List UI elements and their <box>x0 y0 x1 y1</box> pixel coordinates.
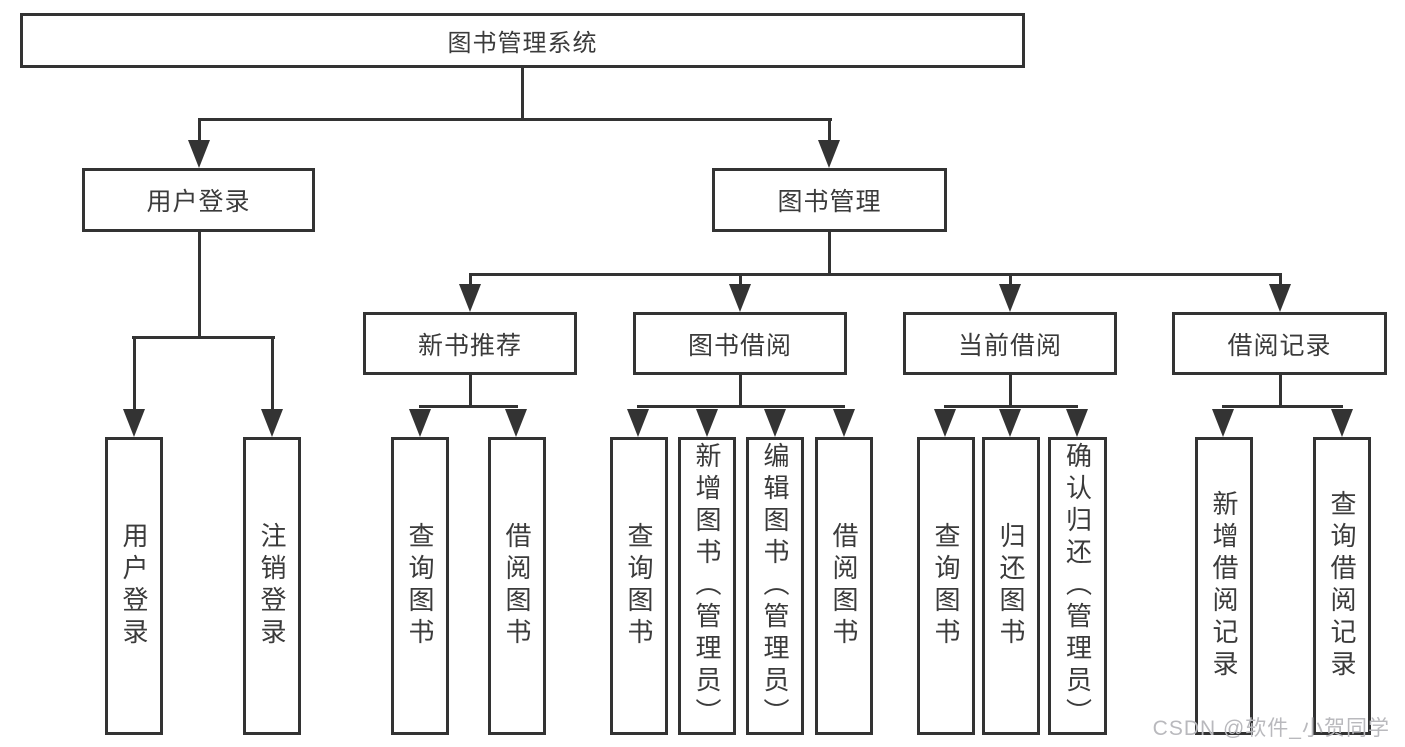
connector-current-drop <box>1009 273 1012 287</box>
arrowhead-leaf <box>1212 409 1234 437</box>
leaf-label: 新增借阅记录 <box>1209 490 1239 682</box>
node-borrow-records: 借阅记录 <box>1172 312 1387 375</box>
connector-borrow-bus <box>637 405 845 408</box>
arrowhead-into-login-leaf <box>123 409 145 437</box>
leaf-query-borrow-record: 查询借阅记录 <box>1313 437 1371 735</box>
csdn-watermark: CSDN @软件_小贺同学 <box>1152 717 1390 740</box>
arrowhead-leaf <box>764 409 786 437</box>
arrowhead-leaf <box>1066 409 1088 437</box>
arrowhead-into-book-mgmt <box>818 140 840 168</box>
connector-logout-leaf-drop <box>271 336 274 411</box>
arrowhead-leaf <box>1331 409 1353 437</box>
arrowhead-into-logout-leaf <box>261 409 283 437</box>
node-new-book-recommend: 新书推荐 <box>363 312 577 375</box>
arrowhead-leaf <box>999 409 1021 437</box>
connector-recommend-drop <box>469 273 472 287</box>
connector-user-login-drop <box>198 118 201 143</box>
leaf-confirm-return-admin: 确认归还（管理员） <box>1048 437 1107 735</box>
arrowhead-leaf <box>409 409 431 437</box>
connector-recommend-bus <box>419 405 518 408</box>
leaf-query-books-current: 查询图书 <box>917 437 975 735</box>
leaf-logout: 注销登录 <box>243 437 301 735</box>
leaf-add-books-admin: 新增图书（管理员） <box>678 437 736 735</box>
leaf-label: 新增图书（管理员） <box>692 442 722 730</box>
leaf-add-borrow-record: 新增借阅记录 <box>1195 437 1253 735</box>
connector-book-mgmt-drop <box>828 118 831 143</box>
arrowhead-into-borrow <box>729 284 751 312</box>
connector-user-login-bus <box>132 336 275 339</box>
leaf-label: 注销登录 <box>257 522 287 650</box>
leaf-label: 查询图书 <box>931 522 961 650</box>
node-user-login: 用户登录 <box>82 168 315 232</box>
connector-recommend-stem <box>469 373 472 408</box>
connector-current-stem <box>1009 373 1012 408</box>
leaf-return-books: 归还图书 <box>982 437 1040 735</box>
connector-records-drop <box>1279 273 1282 287</box>
connector-root-stem <box>521 66 524 119</box>
leaf-query-books-recommend: 查询图书 <box>391 437 449 735</box>
arrowhead-leaf <box>934 409 956 437</box>
connector-book-mgmt-stem <box>828 230 831 276</box>
arrowhead-into-current <box>999 284 1021 312</box>
connector-records-stem <box>1279 373 1282 408</box>
leaf-label: 查询图书 <box>624 522 654 650</box>
leaf-edit-books-admin: 编辑图书（管理员） <box>746 437 804 735</box>
leaf-label: 查询图书 <box>405 522 435 650</box>
leaf-label: 编辑图书（管理员） <box>760 442 790 730</box>
connector-borrow-drop <box>739 273 742 287</box>
connector-records-bus <box>1222 405 1343 408</box>
connector-borrow-stem <box>739 373 742 408</box>
leaf-label: 归还图书 <box>996 522 1026 650</box>
arrowhead-leaf <box>505 409 527 437</box>
leaf-label: 确认归还（管理员） <box>1062 442 1093 730</box>
node-book-management: 图书管理 <box>712 168 947 232</box>
connector-level3-bus <box>469 273 1282 276</box>
arrowhead-leaf <box>627 409 649 437</box>
leaf-label: 用户登录 <box>119 522 149 650</box>
arrowhead-into-records <box>1269 284 1291 312</box>
node-book-borrow: 图书借阅 <box>633 312 847 375</box>
connector-login-leaf-drop <box>133 336 136 411</box>
leaf-label: 查询借阅记录 <box>1327 490 1357 682</box>
arrowhead-into-recommend <box>459 284 481 312</box>
arrowhead-into-user-login <box>188 140 210 168</box>
arrowhead-leaf <box>696 409 718 437</box>
leaf-borrow-books: 借阅图书 <box>815 437 873 735</box>
connector-user-login-stem <box>198 230 201 339</box>
connector-current-bus <box>944 405 1078 408</box>
leaf-user-login: 用户登录 <box>105 437 163 735</box>
leaf-label: 借阅图书 <box>502 522 532 650</box>
leaf-borrow-books-recommend: 借阅图书 <box>488 437 546 735</box>
connector-level2-bus <box>198 118 832 121</box>
arrowhead-leaf <box>833 409 855 437</box>
node-current-borrow: 当前借阅 <box>903 312 1117 375</box>
leaf-label: 借阅图书 <box>829 522 859 650</box>
leaf-query-books-borrow: 查询图书 <box>610 437 668 735</box>
node-root-system: 图书管理系统 <box>20 13 1025 68</box>
